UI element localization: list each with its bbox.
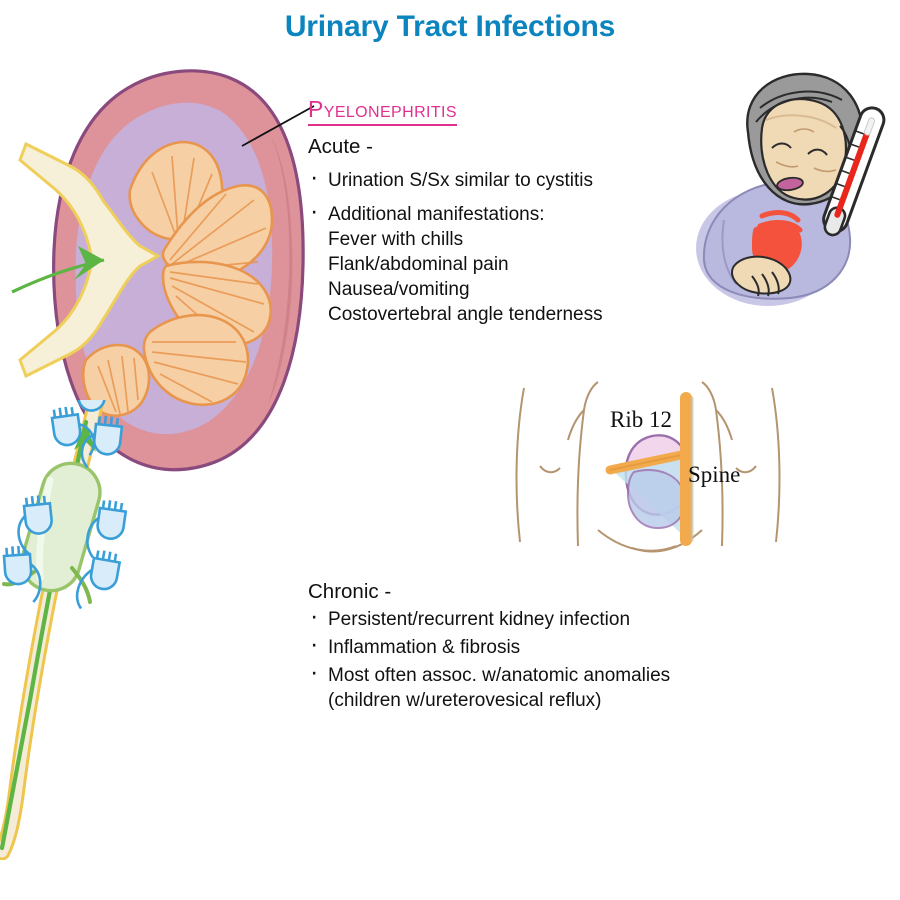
pyelonephritis-heading: Pyelonephritis xyxy=(308,96,457,126)
list-item: Persistent/recurrent kidney infection xyxy=(308,604,778,632)
acute-section: Pyelonephritis Acute - Urination S/Sx si… xyxy=(308,96,708,327)
bacteria-group xyxy=(2,400,128,610)
renal-pyramids xyxy=(82,140,274,417)
chronic-bullet-list: Persistent/recurrent kidney infection In… xyxy=(308,604,778,713)
ascending-infection-line-lower xyxy=(0,557,59,851)
mouth xyxy=(776,176,804,192)
ureter-bladder-bacteria-illustration xyxy=(0,400,128,860)
face-shade xyxy=(765,114,837,129)
kidney-cross-section-illustration xyxy=(11,69,305,472)
thermometer xyxy=(822,106,886,237)
list-item: Additional manifestations: Fever with ch… xyxy=(308,199,708,327)
acute-bullet-list: Urination S/Sx similar to cystitis Addit… xyxy=(308,165,708,327)
list-item: Most often assoc. w/anatomic anomalies (… xyxy=(308,660,778,713)
kidney-leader-line xyxy=(241,105,315,147)
finger-lines xyxy=(751,271,780,297)
renal-pelvis xyxy=(18,141,162,379)
thermometer-mercury xyxy=(834,130,870,218)
torso-outline xyxy=(515,381,781,553)
pyelonephritis-heading-text: Pyelonephritis xyxy=(308,96,457,122)
acute-label: Acute - xyxy=(308,135,373,158)
sub-item: Fever with chills xyxy=(328,229,464,250)
rib-12-label: Rib 12 xyxy=(610,407,672,432)
list-item: Urination S/Sx similar to cystitis xyxy=(308,165,708,193)
face xyxy=(760,97,848,201)
list-item-continuation: (children w/ureterovesical reflux) xyxy=(328,690,602,711)
sub-item: Nausea/vomiting xyxy=(328,279,470,300)
infection-arrowhead xyxy=(74,246,104,280)
chronic-section: Chronic - Persistent/recurrent kidney in… xyxy=(308,580,778,713)
page-title: Urinary Tract Infections xyxy=(284,10,616,43)
kidney-capsule-shadow xyxy=(268,130,293,405)
closed-eyes xyxy=(771,142,828,156)
costovertebral-angle-diagram xyxy=(515,381,781,553)
list-item-label: Additional manifestations: xyxy=(328,204,545,225)
chronic-label: Chronic - xyxy=(308,580,392,603)
list-item-label: Most often assoc. w/anatomic anomalies xyxy=(328,665,671,686)
spine-label: Spine xyxy=(688,462,741,487)
elderly-woman-fever-illustration xyxy=(696,72,886,306)
ascending-arrowhead-upper xyxy=(74,422,96,452)
rib-12-edge xyxy=(609,453,687,471)
wrinkles xyxy=(775,128,837,173)
sub-item: Costovertebral angle tenderness xyxy=(328,304,603,325)
list-item: Inflammation & fibrosis xyxy=(308,632,778,660)
kidney-lower-lobe xyxy=(626,469,686,530)
thermometer-ticks xyxy=(830,130,864,201)
vessel-branch-right xyxy=(70,566,92,604)
hands xyxy=(731,255,792,295)
sub-item: Flank/abdominal pain xyxy=(328,254,509,275)
